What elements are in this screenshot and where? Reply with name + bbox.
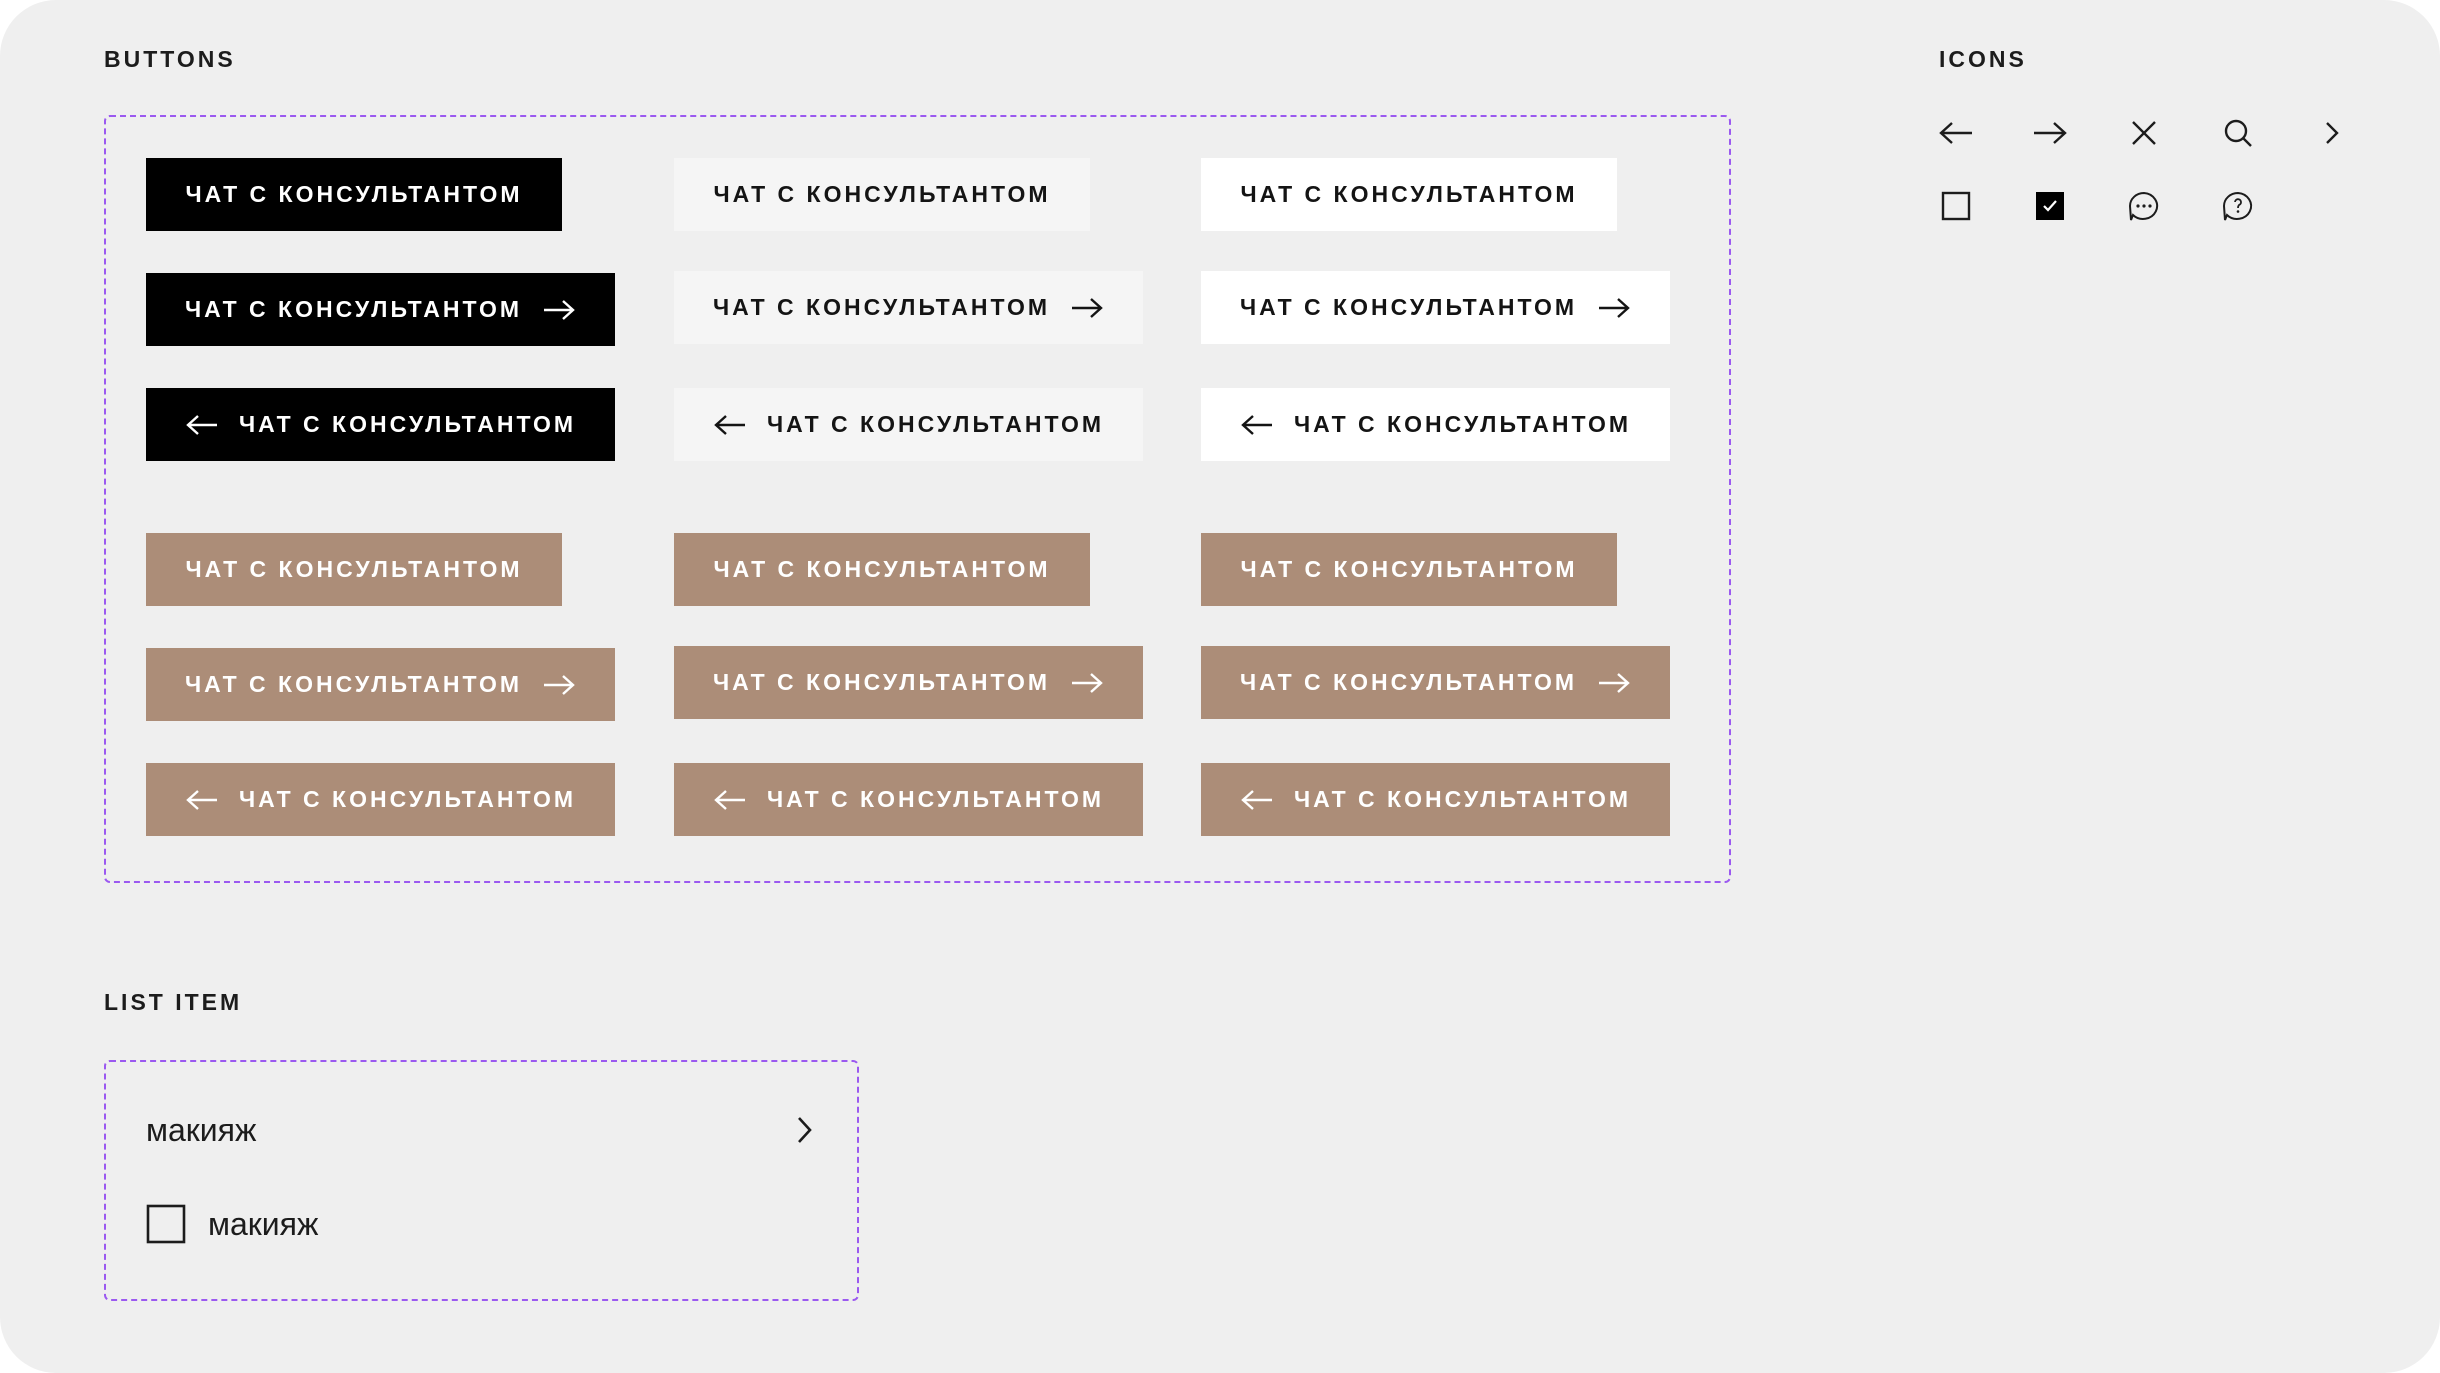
arrow-right-icon[interactable] [2030, 113, 2070, 153]
chat-button-tan-arrow-right[interactable]: ЧАТ С КОНСУЛЬТАНТОМ [146, 648, 615, 721]
chat-button-tan-arrow-left[interactable]: ЧАТ С КОНСУЛЬТАНТОМ [1201, 763, 1670, 836]
chat-button-white-arrow-right[interactable]: ЧАТ С КОНСУЛЬТАНТОМ [1201, 271, 1670, 344]
arrow-left-icon[interactable] [1936, 113, 1976, 153]
button-label: ЧАТ С КОНСУЛЬТАНТОМ [1293, 786, 1632, 812]
arrow-left-icon [713, 789, 747, 811]
button-label: ЧАТ С КОНСУЛЬТАНТОМ [185, 181, 523, 207]
chevron-right-icon[interactable] [2312, 113, 2352, 153]
chat-button-tan-arrow-right[interactable]: ЧАТ С КОНСУЛЬТАНТОМ [1201, 646, 1670, 719]
button-label: ЧАТ С КОНСУЛЬТАНТОМ [1240, 181, 1578, 207]
chat-button-black-arrow-right[interactable]: ЧАТ С КОНСУЛЬТАНТОМ [146, 273, 615, 346]
button-label: ЧАТ С КОНСУЛЬТАНТОМ [713, 556, 1051, 582]
arrow-right-icon [542, 674, 576, 696]
list-item-label: макияж [208, 1205, 319, 1242]
arrow-left-icon [185, 789, 219, 811]
arrow-right-icon [1597, 672, 1631, 694]
list-item-label: макияж [146, 1111, 257, 1148]
button-label: ЧАТ С КОНСУЛЬТАНТОМ [1293, 411, 1632, 437]
arrow-left-icon [1240, 414, 1274, 436]
button-label: ЧАТ С КОНСУЛЬТАНТОМ [712, 669, 1051, 695]
button-label: ЧАТ С КОНСУЛЬТАНТОМ [238, 786, 577, 812]
list-section-title: LIST ITEM [104, 989, 243, 1015]
buttons-frame [104, 115, 1731, 883]
list-item-checkbox[interactable]: макияж [146, 1201, 318, 1247]
close-icon[interactable] [2124, 113, 2164, 153]
chat-button-tan[interactable]: ЧАТ С КОНСУЛЬТАНТОМ [674, 533, 1090, 606]
chat-button-light-arrow-left[interactable]: ЧАТ С КОНСУЛЬТАНТОМ [674, 388, 1143, 461]
chat-button-tan[interactable]: ЧАТ С КОНСУЛЬТАНТОМ [1201, 533, 1617, 606]
chat-button-tan-arrow-left[interactable]: ЧАТ С КОНСУЛЬТАНТОМ [146, 763, 615, 836]
button-label: ЧАТ С КОНСУЛЬТАНТОМ [184, 671, 523, 697]
button-label: ЧАТ С КОНСУЛЬТАНТОМ [766, 786, 1105, 812]
chat-bubble-icon[interactable] [2124, 186, 2164, 226]
chat-button-tan[interactable]: ЧАТ С КОНСУЛЬТАНТОМ [146, 533, 562, 606]
arrow-left-icon [185, 414, 219, 436]
checkbox-empty-icon[interactable] [146, 1204, 186, 1244]
checkbox-empty-icon[interactable] [1936, 186, 1976, 226]
button-label: ЧАТ С КОНСУЛЬТАНТОМ [713, 181, 1051, 207]
button-label: ЧАТ С КОНСУЛЬТАНТОМ [712, 294, 1051, 320]
arrow-left-icon [1240, 789, 1274, 811]
chat-button-white-arrow-left[interactable]: ЧАТ С КОНСУЛЬТАНТОМ [1201, 388, 1670, 461]
help-bubble-icon[interactable] [2218, 186, 2258, 226]
icons-section-title: ICONS [1939, 46, 2027, 72]
button-label: ЧАТ С КОНСУЛЬТАНТОМ [238, 411, 577, 437]
button-label: ЧАТ С КОНСУЛЬТАНТОМ [766, 411, 1105, 437]
list-frame [104, 1060, 859, 1301]
chat-button-tan-arrow-left[interactable]: ЧАТ С КОНСУЛЬТАНТОМ [674, 763, 1143, 836]
button-label: ЧАТ С КОНСУЛЬТАНТОМ [1239, 669, 1578, 695]
arrow-left-icon [713, 414, 747, 436]
button-label: ЧАТ С КОНСУЛЬТАНТОМ [185, 556, 523, 582]
arrow-right-icon [542, 299, 576, 321]
chat-button-black-arrow-left[interactable]: ЧАТ С КОНСУЛЬТАНТОМ [146, 388, 615, 461]
chat-button-tan-arrow-right[interactable]: ЧАТ С КОНСУЛЬТАНТОМ [674, 646, 1143, 719]
chat-button-light[interactable]: ЧАТ С КОНСУЛЬТАНТОМ [674, 158, 1090, 231]
buttons-section-title: BUTTONS [104, 46, 236, 72]
search-icon[interactable] [2218, 113, 2258, 153]
chevron-right-icon [794, 1114, 814, 1146]
button-label: ЧАТ С КОНСУЛЬТАНТОМ [1240, 556, 1578, 582]
arrow-right-icon [1070, 297, 1104, 319]
chat-button-white[interactable]: ЧАТ С КОНСУЛЬТАНТОМ [1201, 158, 1617, 231]
arrow-right-icon [1597, 297, 1631, 319]
chat-button-light-arrow-right[interactable]: ЧАТ С КОНСУЛЬТАНТОМ [674, 271, 1143, 344]
button-label: ЧАТ С КОНСУЛЬТАНТОМ [184, 296, 523, 322]
arrow-right-icon [1070, 672, 1104, 694]
checkbox-checked-icon[interactable] [2030, 186, 2070, 226]
button-label: ЧАТ С КОНСУЛЬТАНТОМ [1239, 294, 1578, 320]
chat-button-black[interactable]: ЧАТ С КОНСУЛЬТАНТОМ [146, 158, 562, 231]
list-item-nav[interactable]: макияж [146, 1108, 814, 1152]
